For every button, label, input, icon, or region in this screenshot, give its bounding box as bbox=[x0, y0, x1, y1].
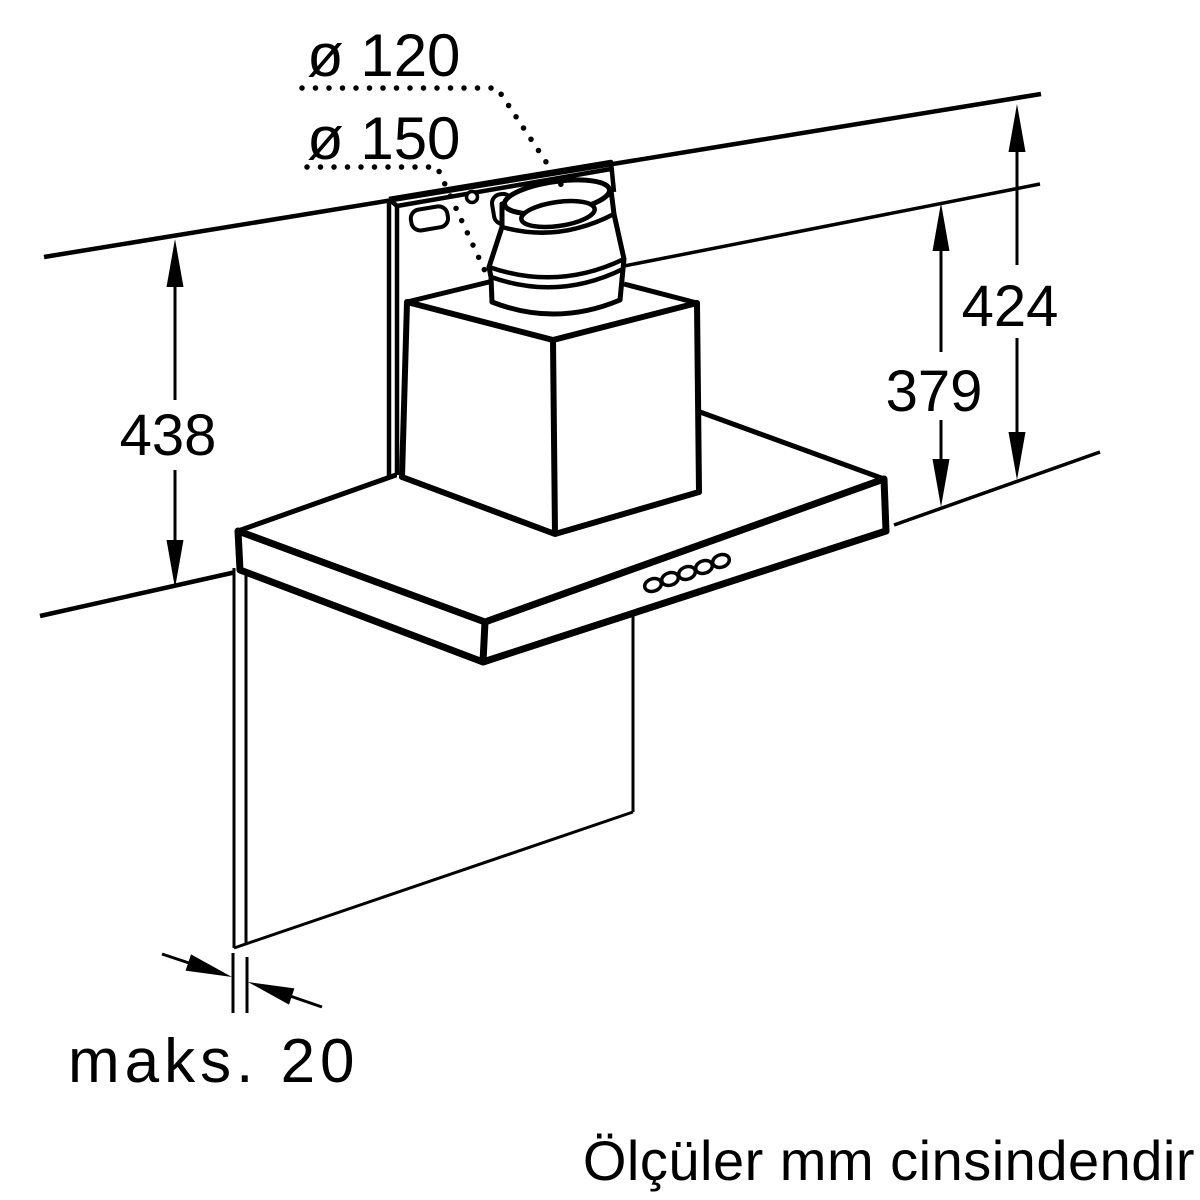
units-note: Ölçüler mm cinsindendir bbox=[583, 1129, 1195, 1192]
back-panel-bottom-edge bbox=[233, 810, 634, 950]
collar-lower-ring-bottom bbox=[490, 266, 624, 290]
mounting-plate-outline bbox=[386, 159, 617, 477]
leader-dots-diameter-120 bbox=[299, 85, 569, 195]
arrow-down-379 bbox=[932, 459, 950, 507]
arrow-left-thickness bbox=[248, 982, 295, 1005]
dimension-379 bbox=[932, 203, 950, 507]
arrow-right-thickness bbox=[185, 954, 232, 977]
wall-shelf-edge-line-right bbox=[623, 182, 1041, 268]
arrow-up-379 bbox=[932, 203, 950, 251]
back-panel bbox=[232, 568, 640, 950]
mounting-slot-left bbox=[408, 204, 451, 233]
control-buttons bbox=[642, 552, 732, 594]
wall-bottom-edge-line-left bbox=[39, 569, 237, 619]
mounting-screw-hole bbox=[464, 189, 480, 205]
motor-box-outline bbox=[399, 299, 702, 537]
arrow-down-438 bbox=[166, 540, 184, 588]
arrow-down-424 bbox=[1008, 432, 1026, 480]
wall-bottom-edge-line-right bbox=[893, 450, 1101, 527]
arrow-up-438 bbox=[166, 239, 184, 287]
canopy-front-left-band bbox=[238, 531, 485, 662]
arrow-up-424 bbox=[1008, 104, 1026, 152]
label-height-438: 438 bbox=[120, 403, 217, 468]
label-height-424: 424 bbox=[962, 274, 1059, 339]
canopy-outline bbox=[234, 475, 890, 666]
dimension-thickness bbox=[161, 952, 323, 1013]
thickness-leader-right bbox=[289, 994, 323, 1009]
label-height-379: 379 bbox=[886, 359, 983, 424]
dimension-438 bbox=[166, 239, 184, 588]
collar-opening bbox=[519, 198, 597, 230]
label-thickness-max: maks. 20 bbox=[68, 1027, 360, 1096]
leader-dots-diameter-150 bbox=[304, 164, 493, 285]
collar-lower-ring-top bbox=[488, 256, 625, 280]
control-button-5 bbox=[710, 552, 732, 570]
label-diameter-150: ø 150 bbox=[307, 105, 460, 172]
collar-neck-ring bbox=[501, 212, 616, 235]
motor-box-back-edges bbox=[406, 279, 698, 306]
canopy-back-edges bbox=[235, 409, 887, 534]
duct-collar bbox=[486, 177, 627, 317]
motor-box bbox=[399, 279, 702, 537]
dimension-424 bbox=[1008, 104, 1026, 480]
label-diameter-120: ø 120 bbox=[307, 22, 460, 89]
motor-box-faces bbox=[402, 302, 699, 534]
